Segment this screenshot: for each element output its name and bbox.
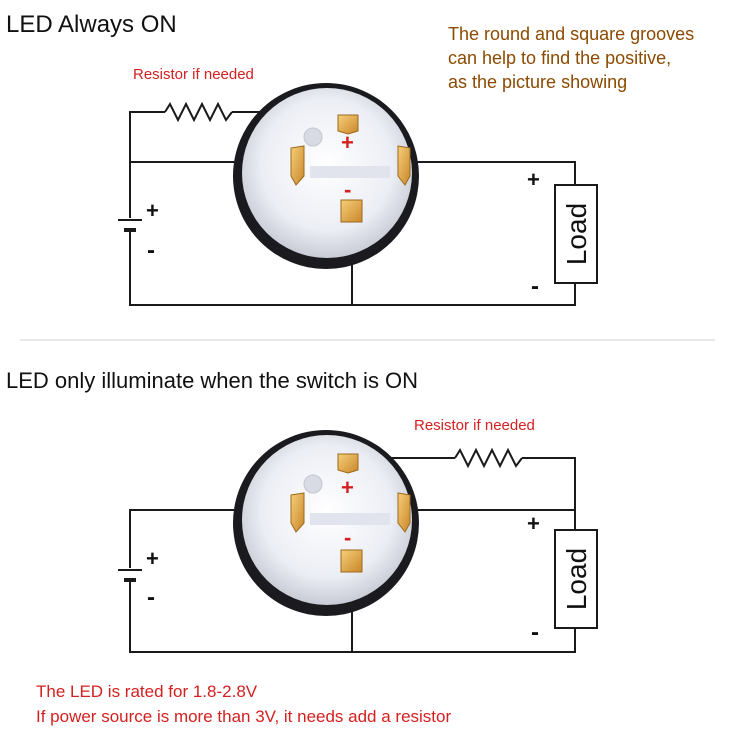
top-pin-positive <box>337 114 359 135</box>
bottom-battery-minus: - <box>147 584 155 611</box>
top-wire-battery-to-resistor <box>129 111 165 200</box>
bottom-resistor-label: Resistor if needed <box>414 417 535 434</box>
top-battery-symbol <box>118 219 142 240</box>
top-terminal-minus: - <box>344 177 351 202</box>
bottom-pin-switch-left <box>290 492 305 533</box>
bottom-pin-negative <box>340 549 363 573</box>
bottom-wire-resistor-to-load <box>522 457 576 530</box>
top-load-label: Load <box>561 203 592 265</box>
top-round-groove <box>303 127 323 147</box>
top-pin-switch-left <box>290 145 305 186</box>
bottom-terminal-plus: + <box>341 475 354 500</box>
top-terminal-plus: + <box>341 130 354 155</box>
top-note-line-2: can help to find the positive, <box>448 48 671 68</box>
bottom-load-minus: - <box>531 619 539 646</box>
bottom-load-box <box>554 529 598 629</box>
bottom-load-plus: + <box>527 511 540 536</box>
top-diagram: LED Always ON Resistor if needed The rou… <box>6 11 694 306</box>
bottom-switch-back <box>233 430 419 616</box>
top-wire-right-pin-to-load <box>404 161 576 185</box>
top-note-line-3: as the picture showing <box>448 72 627 92</box>
bottom-load-label: Load <box>561 548 592 610</box>
top-resistor-symbol <box>164 101 233 123</box>
footer-resistor-note: If power source is more than 3V, it need… <box>36 707 451 726</box>
top-battery-minus: - <box>147 237 155 264</box>
bottom-battery-symbol <box>118 569 142 590</box>
top-title: LED Always ON <box>6 11 177 38</box>
bottom-round-groove <box>303 474 323 494</box>
bottom-label-strip <box>310 513 390 525</box>
bottom-title: LED only illuminate when the switch is O… <box>6 368 418 393</box>
top-switch-back <box>233 83 419 269</box>
top-load-box <box>554 184 598 284</box>
bottom-terminal-minus: - <box>344 525 351 550</box>
bottom-pin-positive <box>337 453 359 474</box>
top-load-minus: - <box>531 273 539 300</box>
top-note-line-1: The round and square grooves <box>448 24 694 44</box>
top-battery-plus: + <box>146 198 159 223</box>
bottom-resistor-symbol <box>454 447 523 469</box>
top-pin-negative <box>340 199 363 223</box>
bottom-pin-switch-right <box>397 492 411 533</box>
top-resistor-label: Resistor if needed <box>133 66 254 83</box>
top-pin-switch-right <box>397 145 411 186</box>
top-load-plus: + <box>527 167 540 192</box>
top-label-strip <box>310 166 390 178</box>
bottom-battery-plus: + <box>146 546 159 571</box>
bottom-diagram: LED only illuminate when the switch is O… <box>6 368 598 653</box>
footer-rating-line: The LED is rated for 1.8-2.8V <box>36 682 258 701</box>
